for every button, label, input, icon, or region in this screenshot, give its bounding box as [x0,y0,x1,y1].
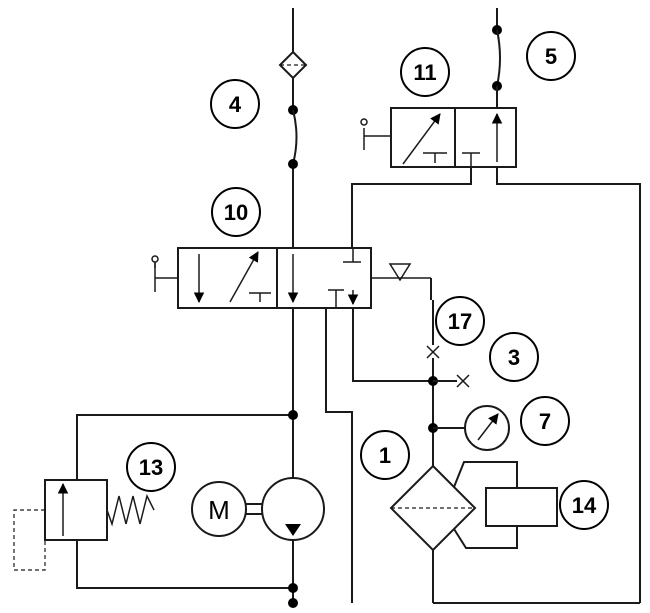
callout-13: 13 [126,442,176,492]
callout-label-13: 13 [139,455,163,480]
callout-7: 7 [520,396,570,446]
callout-14: 14 [559,480,609,530]
callout-3: 3 [489,332,539,382]
pressure-relief-valve-13 [13,479,155,571]
motor-symbol: M [208,495,230,525]
callout-17: 17 [435,296,485,346]
callout-label-1: 1 [379,443,391,468]
return-filter-icon [389,461,518,603]
pump-loop [76,410,298,608]
test-point-3 [456,374,470,388]
inline-filter-icon [278,50,308,80]
quick-coupling-5 [492,8,502,108]
callout-label-14: 14 [572,493,597,518]
callout-label-10: 10 [224,200,248,225]
valve-10-return-lines [325,278,433,603]
callout-label-17: 17 [448,309,472,334]
test-point-17 [426,345,440,359]
filter-branch [426,300,510,466]
callout-4: 4 [210,79,260,129]
callout-label-4: 4 [229,92,242,117]
motor-icon: M [191,481,247,537]
valve-11-connections [351,167,641,604]
component-14 [485,487,558,527]
directional-valve-10 [151,247,432,309]
pressure-gauge-icon [464,405,510,451]
callout-label-11: 11 [413,60,436,85]
pump-icon [261,477,325,541]
callout-11: 11 [400,47,450,97]
directional-valve-11 [360,107,517,168]
callout-1: 1 [360,430,410,480]
callout-10: 10 [211,187,261,237]
callout-label-5: 5 [545,44,557,69]
quick-coupling-4 [288,105,298,169]
callout-5: 5 [526,31,576,81]
callout-label-7: 7 [539,409,551,434]
callout-label-3: 3 [508,345,520,370]
drive-coupling [246,503,262,515]
